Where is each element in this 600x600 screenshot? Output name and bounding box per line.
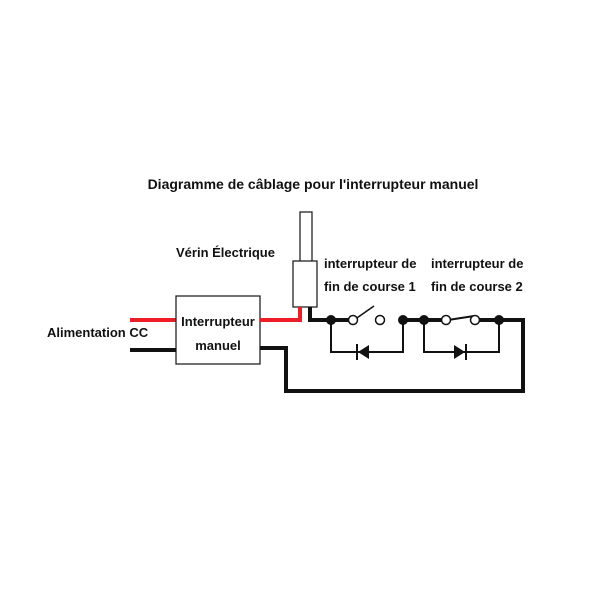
terminal-open-icon (347, 314, 359, 326)
switch-to-actuator-wire (260, 307, 302, 322)
limit-switch-1-label-line1: interrupteur de (324, 256, 416, 271)
limit-switch-2-diode-wire (423, 320, 500, 353)
terminal-open-icon (469, 314, 481, 326)
power-supply-label: Alimentation CC (47, 325, 149, 340)
terminal-open-icon (374, 314, 386, 326)
junction-dot (494, 315, 504, 325)
actuator-body (292, 260, 318, 308)
actuator-to-limit-wire (308, 307, 352, 322)
limit-switch-2-label-line1: interrupteur de (431, 256, 523, 271)
return-wire (260, 318, 525, 393)
limit-switch-2-label-line2: fin de course 2 (431, 279, 523, 294)
manual-switch-box (175, 295, 261, 365)
junction-dot (398, 315, 408, 325)
actuator-rod (299, 211, 313, 263)
junction-dot (326, 315, 336, 325)
diagram-title: Diagramme de câblage pour l'interrupteur… (148, 176, 479, 192)
manual-switch-label-line1: Interrupteur (181, 314, 255, 329)
manual-switch-label-line2: manuel (195, 338, 241, 353)
limit-switch-2-diode-icon (454, 345, 465, 359)
terminal-open-icon (440, 314, 452, 326)
actuator-label: Vérin Électrique (176, 245, 275, 260)
limit-switch-2-blade (447, 315, 475, 321)
junction-dot (419, 315, 429, 325)
limit-switch-1-diode-icon (358, 345, 369, 359)
limit-switch-1-label-line2: fin de course 1 (324, 279, 416, 294)
